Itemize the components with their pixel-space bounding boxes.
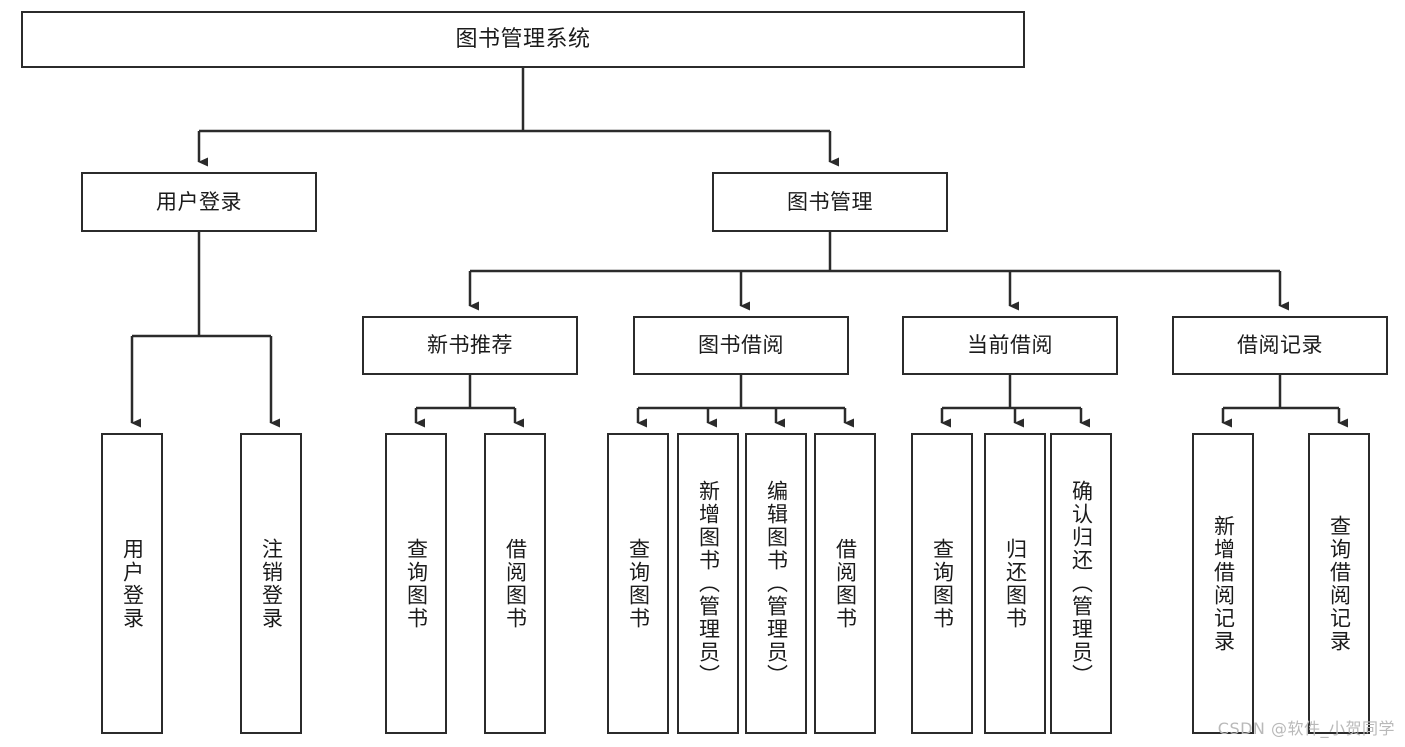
node-leaf-return-book[interactable]: 归还图书 [984, 433, 1046, 734]
node-label: 借阅记录 [1237, 333, 1323, 358]
watermark-label: CSDN @软件_小贺同学 [1217, 719, 1395, 738]
node-label: 查询借阅记录 [1327, 514, 1352, 653]
node-book-borrow[interactable]: 图书借阅 [633, 316, 849, 375]
node-new-book-rec[interactable]: 新书推荐 [362, 316, 578, 375]
node-label: 用户登录 [156, 189, 242, 214]
node-leaf-user-login[interactable]: 用户登录 [101, 433, 163, 734]
node-book-manage[interactable]: 图书管理 [712, 172, 948, 232]
node-user-login[interactable]: 用户登录 [81, 172, 317, 232]
node-leaf-borrow-book-1[interactable]: 借阅图书 [484, 433, 546, 734]
node-label: 借阅图书 [833, 537, 858, 630]
node-label: 查询图书 [930, 537, 955, 630]
node-leaf-add-record[interactable]: 新增借阅记录 [1192, 433, 1254, 734]
node-leaf-query-record[interactable]: 查询借阅记录 [1308, 433, 1370, 734]
node-leaf-add-book[interactable]: 新增图书（管理员） [677, 433, 739, 734]
node-label: 用户登录 [120, 537, 145, 630]
node-label: 归还图书 [1003, 537, 1028, 630]
node-label: 当前借阅 [967, 333, 1053, 358]
node-label: 注销登录 [259, 537, 284, 630]
node-label: 编辑图书（管理员） [764, 480, 789, 687]
node-label: 图书借阅 [698, 333, 784, 358]
node-label: 确认归还（管理员） [1069, 480, 1094, 687]
node-leaf-logout[interactable]: 注销登录 [240, 433, 302, 734]
node-borrow-record[interactable]: 借阅记录 [1172, 316, 1388, 375]
node-label: 查询图书 [626, 537, 651, 630]
node-label: 图书管理 [787, 189, 873, 214]
node-label: 新增借阅记录 [1211, 514, 1236, 653]
node-leaf-query-book-3[interactable]: 查询图书 [911, 433, 973, 734]
node-leaf-borrow-book-2[interactable]: 借阅图书 [814, 433, 876, 734]
node-leaf-edit-book[interactable]: 编辑图书（管理员） [745, 433, 807, 734]
node-label: 新增图书（管理员） [696, 480, 721, 687]
node-leaf-query-book-1[interactable]: 查询图书 [385, 433, 447, 734]
node-leaf-query-book-2[interactable]: 查询图书 [607, 433, 669, 734]
node-root[interactable]: 图书管理系统 [21, 11, 1025, 68]
node-label: 图书管理系统 [455, 26, 591, 52]
node-label: 新书推荐 [427, 333, 513, 358]
node-leaf-confirm-return[interactable]: 确认归还（管理员） [1050, 433, 1112, 734]
node-current-borrow[interactable]: 当前借阅 [902, 316, 1118, 375]
node-label: 查询图书 [404, 537, 429, 630]
node-label: 借阅图书 [503, 537, 528, 630]
